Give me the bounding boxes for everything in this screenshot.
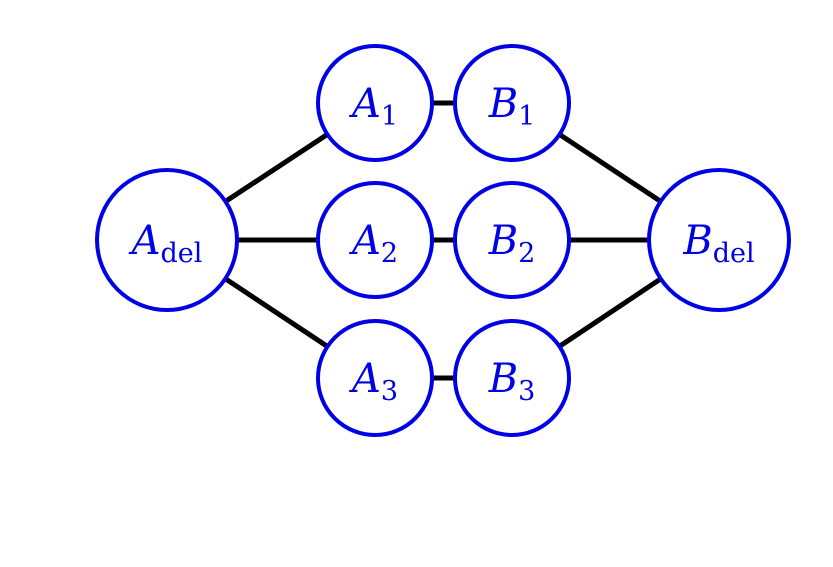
node-a-3-circle [316, 319, 434, 437]
node-b-1-label: B1 [488, 81, 536, 132]
node-b-1-circle [453, 44, 571, 162]
node-a-2-label-main: A [348, 218, 381, 264]
node-b-del-label: Bdel [682, 218, 754, 269]
edge-a-del-to-a-3 [223, 276, 329, 349]
node-b-3: B3 [453, 319, 571, 437]
node-b-3-label: B3 [488, 356, 536, 407]
node-b-1-label-sub: 1 [518, 101, 535, 132]
edge-a-del-to-a-1 [224, 132, 329, 204]
node-b-2-circle [453, 181, 571, 299]
node-a-2-label-sub: 2 [381, 238, 398, 269]
node-a-del: Adel [95, 168, 239, 312]
node-b-del: Bdel [647, 168, 791, 312]
node-b-3-circle [453, 319, 571, 437]
node-a-del-label: Adel [128, 218, 203, 269]
node-a-1: A1 [316, 44, 434, 162]
node-a-2-circle [316, 181, 434, 299]
node-b-2-label-main: B [488, 218, 518, 264]
node-a-2-label: A2 [348, 218, 398, 269]
node-a-3-label-sub: 3 [381, 376, 398, 407]
node-a-2: A2 [316, 181, 434, 299]
node-a-del-circle [95, 168, 239, 312]
node-b-2-label: B2 [488, 218, 536, 269]
node-b-1-label-main: B [488, 81, 518, 127]
node-b-2: B2 [453, 181, 571, 299]
node-b-1: B1 [453, 44, 571, 162]
node-a-3-label-main: A [348, 356, 381, 402]
node-b-2-label-sub: 2 [518, 238, 535, 269]
node-a-1-label-sub: 1 [381, 101, 398, 132]
node-a-del-label-sub: del [160, 238, 202, 269]
edge-b-3-to-b-del [558, 276, 663, 349]
node-b-del-label-main: B [682, 218, 712, 264]
edge-b-1-to-b-del [558, 132, 663, 204]
node-b-3-label-main: B [488, 356, 518, 402]
node-a-1-label-main: A [348, 81, 381, 127]
node-b-3-label-sub: 3 [518, 376, 535, 407]
node-b-del-label-sub: del [713, 238, 755, 269]
node-b-del-circle [647, 168, 791, 312]
node-a-del-label-main: A [128, 218, 161, 264]
node-a-1-circle [316, 44, 434, 162]
node-a-1-label: A1 [348, 81, 398, 132]
node-a-3-label: A3 [348, 356, 398, 407]
edges-layer [223, 100, 663, 381]
node-a-3: A3 [316, 319, 434, 437]
